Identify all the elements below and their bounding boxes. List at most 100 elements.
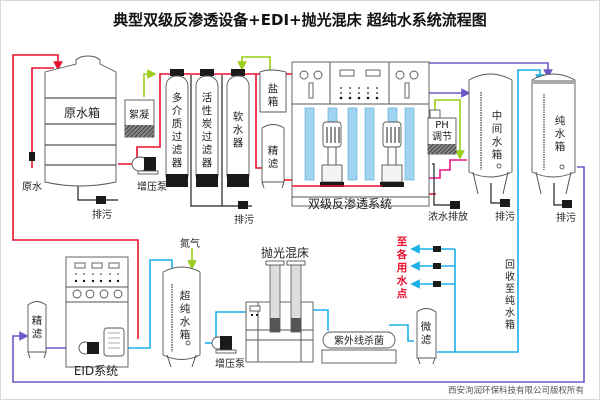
drain-valve-icon[interactable]	[500, 199, 510, 207]
svg-text:收: 收	[505, 270, 515, 283]
precision-filter-2: 精 滤	[27, 301, 47, 359]
edi-system	[65, 256, 129, 368]
svg-text:水: 水	[180, 316, 191, 328]
pipe-ph-dosing	[434, 99, 465, 160]
pipe-edi-return	[12, 54, 139, 339]
svg-text:PH: PH	[435, 120, 449, 131]
svg-text:纯: 纯	[180, 302, 191, 315]
drain-filters	[190, 75, 252, 207]
svg-text:精: 精	[32, 314, 43, 327]
booster-pump-2-label: 增压泵	[215, 357, 245, 370]
outlet-valve-icon[interactable]	[433, 263, 441, 269]
svg-text:至: 至	[397, 236, 408, 248]
precision-filter-1: 精 滤	[261, 124, 285, 189]
flocculant-tank: 絮凝	[124, 99, 155, 138]
ro-membrane	[364, 107, 375, 181]
svg-text:水: 水	[505, 307, 515, 319]
flocculant-label: 絮凝	[129, 108, 149, 121]
svg-text:各: 各	[396, 248, 408, 261]
svg-text:纯: 纯	[505, 294, 515, 307]
ph-adjust-tank: PH 调节	[427, 109, 457, 155]
booster-pump-1[interactable]	[131, 156, 159, 175]
pipe-raw-water-inlet	[31, 67, 54, 168]
ro-high-pressure-pump-2[interactable]	[380, 121, 404, 187]
edi-pump[interactable]	[78, 341, 99, 355]
svg-text:盐: 盐	[268, 82, 279, 95]
pipe-softener-to-fine-filter	[255, 74, 262, 169]
nitrogen-label: 氮气	[180, 237, 200, 250]
svg-text:滤: 滤	[421, 333, 432, 346]
polishing-mixed-bed	[245, 260, 314, 363]
svg-text:炭: 炭	[202, 118, 213, 130]
drain-label-3: 排污	[495, 210, 515, 223]
svg-text:箱: 箱	[492, 148, 503, 161]
svg-text:介: 介	[172, 105, 183, 117]
drain-concentrate	[432, 163, 452, 206]
double-pass-ro-system	[291, 61, 430, 207]
svg-text:至: 至	[505, 283, 515, 295]
diagram-title: 典型双级反渗透设备+EDI+抛光混床 超纯水系统流程图	[113, 11, 487, 29]
booster-pump-1-label: 增压泵	[137, 180, 167, 193]
svg-text:纯: 纯	[555, 114, 566, 127]
svg-text:滤: 滤	[32, 327, 43, 340]
pipe-ro-to-pure-tank	[428, 62, 553, 79]
drain-valve-icon[interactable]	[562, 200, 572, 208]
svg-text:调节: 调节	[432, 131, 452, 143]
return-to-pure-tank-label: 回 收 至 纯 水 箱	[505, 259, 515, 331]
svg-text:精: 精	[268, 144, 279, 157]
outlet-valve-icon[interactable]	[433, 246, 441, 252]
svg-text:水: 水	[396, 274, 408, 287]
svg-text:滤: 滤	[202, 143, 213, 156]
svg-text:过: 过	[172, 130, 183, 143]
svg-text:箱: 箱	[505, 318, 515, 331]
uv-sterilizer-label: 紫外线杀菌	[334, 334, 384, 347]
pipe-ro-to-mid-tank	[398, 159, 467, 179]
raw-water-tank: 原水箱	[44, 55, 117, 187]
drain-valve-icon[interactable]	[96, 196, 106, 204]
svg-text:点: 点	[397, 287, 408, 300]
svg-text:箱: 箱	[180, 328, 191, 341]
ro-membrane	[347, 107, 358, 181]
polishing-bed-label: 抛光混床	[261, 245, 309, 260]
ro-high-pressure-pump-1[interactable]	[320, 121, 344, 187]
svg-text:器: 器	[233, 137, 244, 149]
svg-text:中: 中	[492, 109, 503, 122]
ro-membrane	[304, 107, 315, 181]
pure-water-tank: 纯 水 箱	[531, 73, 576, 195]
svg-text:水: 水	[233, 124, 244, 136]
uv-sterilizer: 紫外线杀菌	[321, 331, 397, 364]
pipe-pure-tank-loop	[12, 166, 585, 383]
edi-module	[103, 327, 125, 357]
raw-water-valve-icon[interactable]	[29, 152, 35, 161]
svg-text:滤: 滤	[268, 157, 279, 170]
svg-text:器: 器	[202, 157, 213, 169]
svg-text:回: 回	[505, 259, 515, 271]
drain-label-1: 排污	[92, 208, 112, 221]
outlet-valve-icon[interactable]	[433, 281, 441, 287]
pipe-edi-to-ultrapure-tank	[122, 259, 173, 349]
drain-label-2: 排污	[234, 213, 254, 226]
svg-text:器: 器	[172, 157, 183, 169]
booster-pump-2[interactable]	[211, 336, 237, 354]
ro-membrane	[404, 107, 415, 181]
ro-system-label: 双级反渗透系统	[308, 196, 392, 211]
pipe-polishing-to-uv	[313, 309, 329, 331]
svg-text:箱: 箱	[555, 140, 566, 153]
multimedia-filter: 多 介 质 过 滤 器	[165, 69, 189, 187]
pipe-pump-to-polishing	[215, 311, 246, 342]
drain-valve-icon[interactable]	[238, 201, 248, 209]
svg-text:用: 用	[396, 262, 408, 274]
svg-text:活: 活	[202, 92, 213, 104]
svg-text:性: 性	[202, 104, 213, 117]
svg-text:超: 超	[180, 289, 191, 302]
to-use-points-label: 至 各 用 水 点	[396, 236, 408, 300]
svg-text:软: 软	[233, 110, 244, 123]
drain-valve-icon[interactable]	[450, 201, 460, 209]
raw-tank-label: 原水箱	[64, 105, 100, 120]
raw-water-label: 原水	[22, 181, 42, 193]
copyright-footer: 西安洵润环保科技有限公司版权所有	[448, 385, 584, 396]
micro-filter: 微 滤	[416, 308, 437, 365]
mid-water-tank: 中 间 水 箱	[468, 73, 513, 195]
svg-text:箱: 箱	[268, 95, 279, 108]
